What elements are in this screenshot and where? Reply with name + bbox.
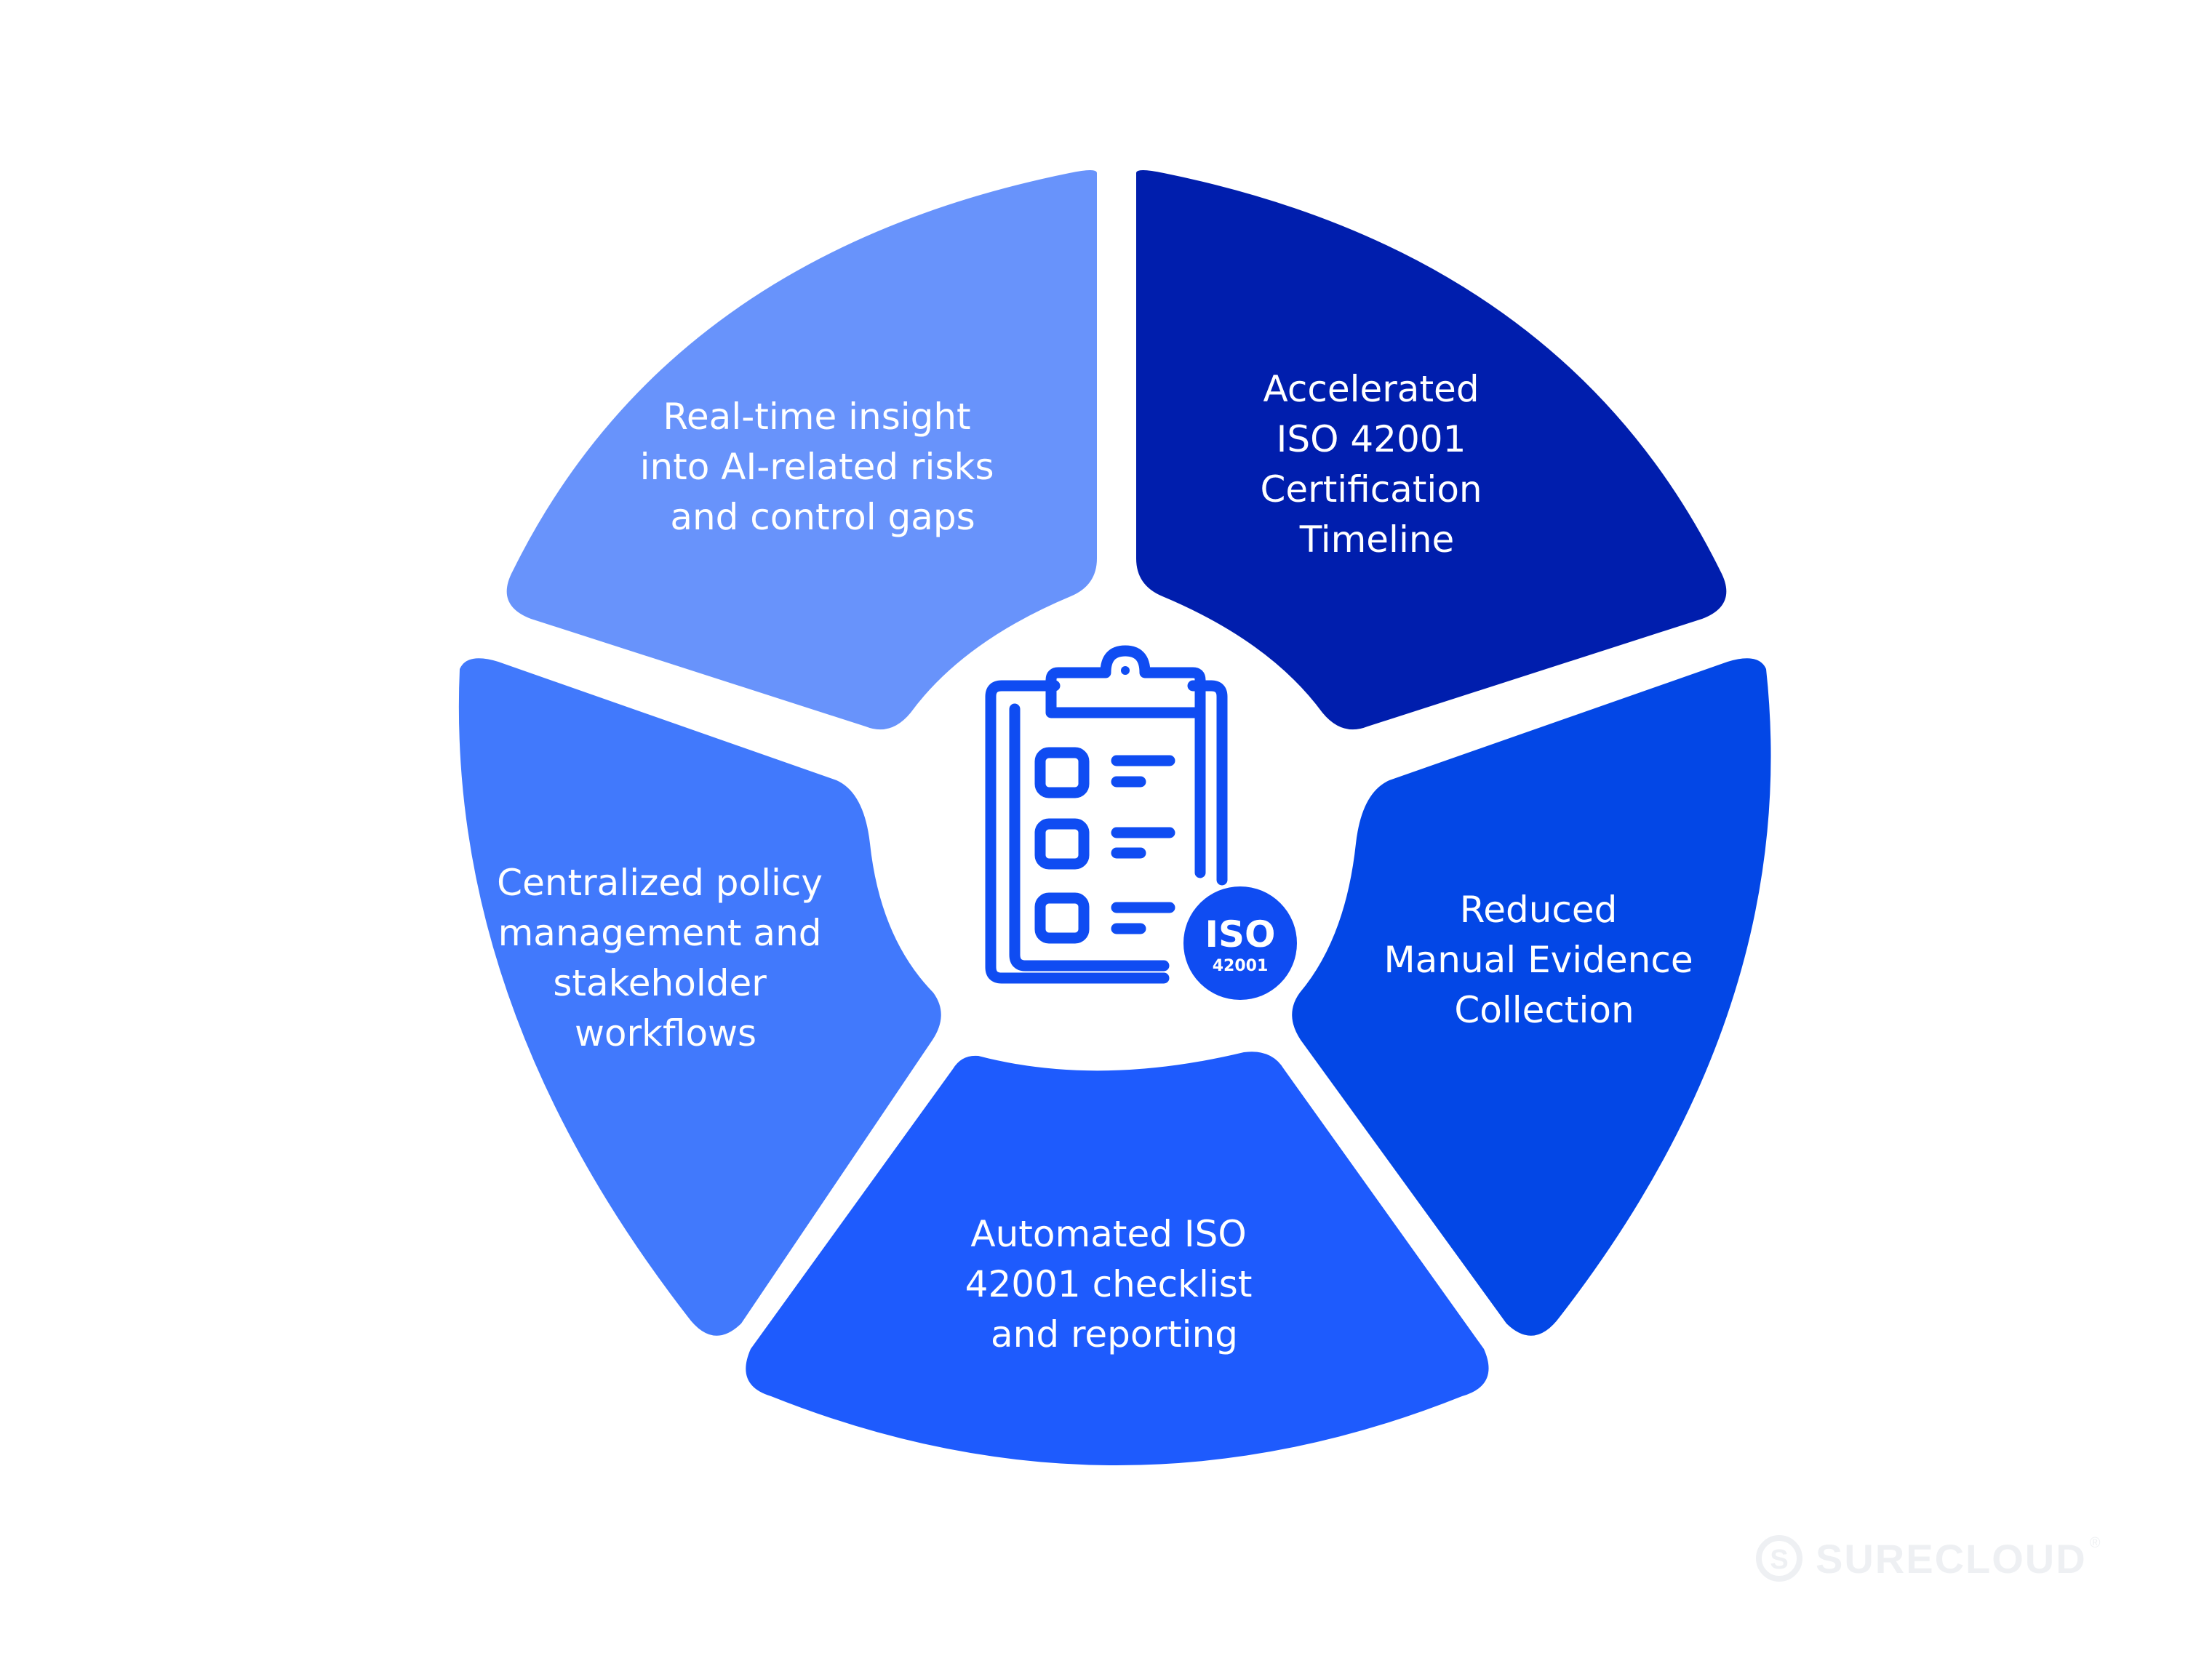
clipboard-checklist-icon	[985, 645, 1228, 984]
segment-left	[458, 658, 941, 1336]
segment-right	[1292, 658, 1771, 1336]
iso-badge-title: ISO	[1205, 913, 1275, 956]
surecloud-logo-icon: S	[1756, 1535, 1802, 1582]
brand-registered-mark: ®	[2089, 1535, 2101, 1551]
segment-top-right-text: Accelerated ISO 42001 Certification Time…	[1260, 368, 1493, 561]
segment-bottom-text: Automated ISO 42001 checklist and report…	[965, 1213, 1264, 1355]
segment-top-left	[506, 170, 1097, 730]
iso-badge-number: 42001	[1213, 957, 1269, 975]
brand-logo: S SURECLOUD ®	[1754, 1529, 2100, 1587]
brand-name: SURECLOUD	[1816, 1535, 2087, 1582]
segment-bottom	[746, 1052, 1489, 1465]
segment-top-left-text: Real-time insight into AI-related risks …	[640, 396, 1006, 538]
iso-badge	[1183, 886, 1297, 1000]
segment-left-text: Centralized policy management and stakeh…	[497, 862, 834, 1054]
segment-top-right	[1136, 170, 1727, 730]
svg-text:S: S	[1770, 1545, 1788, 1575]
segment-right-text: Reduced Manual Evidence Collection	[1384, 889, 1704, 1031]
